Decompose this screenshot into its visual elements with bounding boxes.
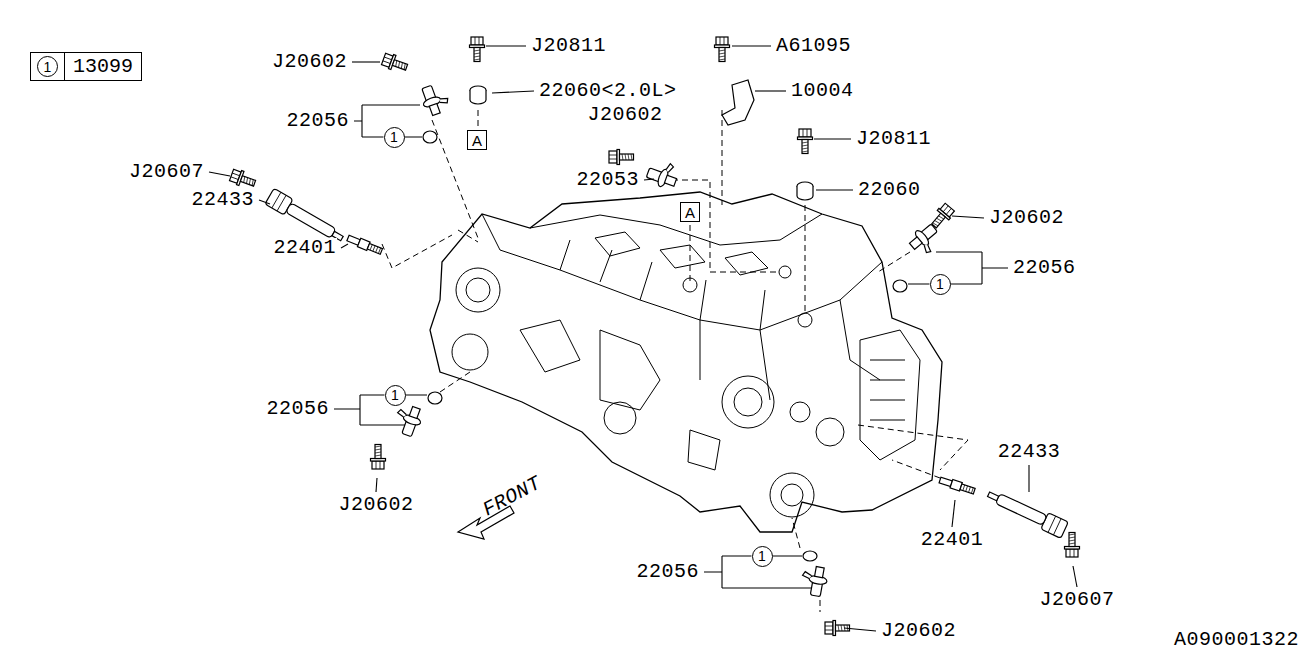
leader-line: [492, 91, 534, 93]
callout-circle: 1: [384, 127, 405, 148]
part-number: J20602: [337, 495, 414, 515]
callout-circle: 1: [752, 546, 773, 567]
leader-line: [341, 244, 348, 248]
part-number: J20811: [855, 129, 932, 149]
part-number: 22056: [285, 111, 350, 131]
callout-number: A: [472, 133, 482, 148]
part-number: J20607: [128, 162, 205, 182]
part-number: 22056: [1012, 258, 1077, 278]
part-number: 22060: [857, 180, 922, 200]
leader-line: [209, 172, 230, 176]
leader-line: [1073, 566, 1077, 587]
leader-line: [259, 200, 270, 204]
leader-line: [844, 628, 876, 631]
part-number: 10004: [790, 81, 855, 101]
part-number: J20602: [880, 621, 957, 641]
callout-number: A: [685, 205, 695, 220]
callout-circle: 1: [385, 385, 406, 406]
callout-number: 1: [44, 60, 52, 74]
reference-square: A: [680, 202, 700, 222]
part-number: 22433: [190, 190, 255, 210]
callout-circle: 1: [37, 56, 58, 77]
part-number: 13099: [64, 53, 141, 80]
part-number: 22433: [997, 442, 1062, 462]
part-number: J20607: [1038, 590, 1115, 610]
part-number: J20602: [271, 52, 348, 72]
part-number: J20811: [530, 36, 607, 56]
part-number: 22060<2.0L>: [538, 81, 678, 101]
part-number: 22056: [265, 399, 330, 419]
callout-number: 1: [391, 388, 399, 402]
leader-line: [1028, 465, 1029, 492]
part-number: 22053: [575, 170, 640, 190]
leader-line: [952, 500, 955, 527]
part-number: J20602: [988, 208, 1065, 228]
leader-line: [732, 45, 771, 46]
leader-line: [952, 216, 984, 218]
reference-square: A: [467, 130, 487, 150]
leader-line: [755, 90, 786, 91]
leader-line: [376, 478, 377, 492]
callout-circle: 1: [930, 274, 951, 295]
part-number: J20602: [586, 105, 663, 125]
leader-line: [352, 61, 380, 62]
part-number: 22056: [635, 562, 700, 582]
callout-number: 1: [390, 130, 398, 144]
callout-number: 1: [936, 277, 944, 291]
key-box: 1 13099: [30, 52, 142, 81]
part-number: A61095: [775, 36, 852, 56]
part-number: 22401: [272, 238, 337, 258]
callout-number: 1: [758, 549, 766, 563]
leader-line: [486, 45, 526, 46]
leader-line: [816, 189, 853, 190]
leader-line: [644, 179, 654, 180]
diagram-code: A090001322: [1173, 630, 1300, 650]
part-number: 22401: [920, 530, 985, 550]
front-marker: FRONT: [479, 473, 545, 521]
leader-line: [814, 138, 851, 139]
